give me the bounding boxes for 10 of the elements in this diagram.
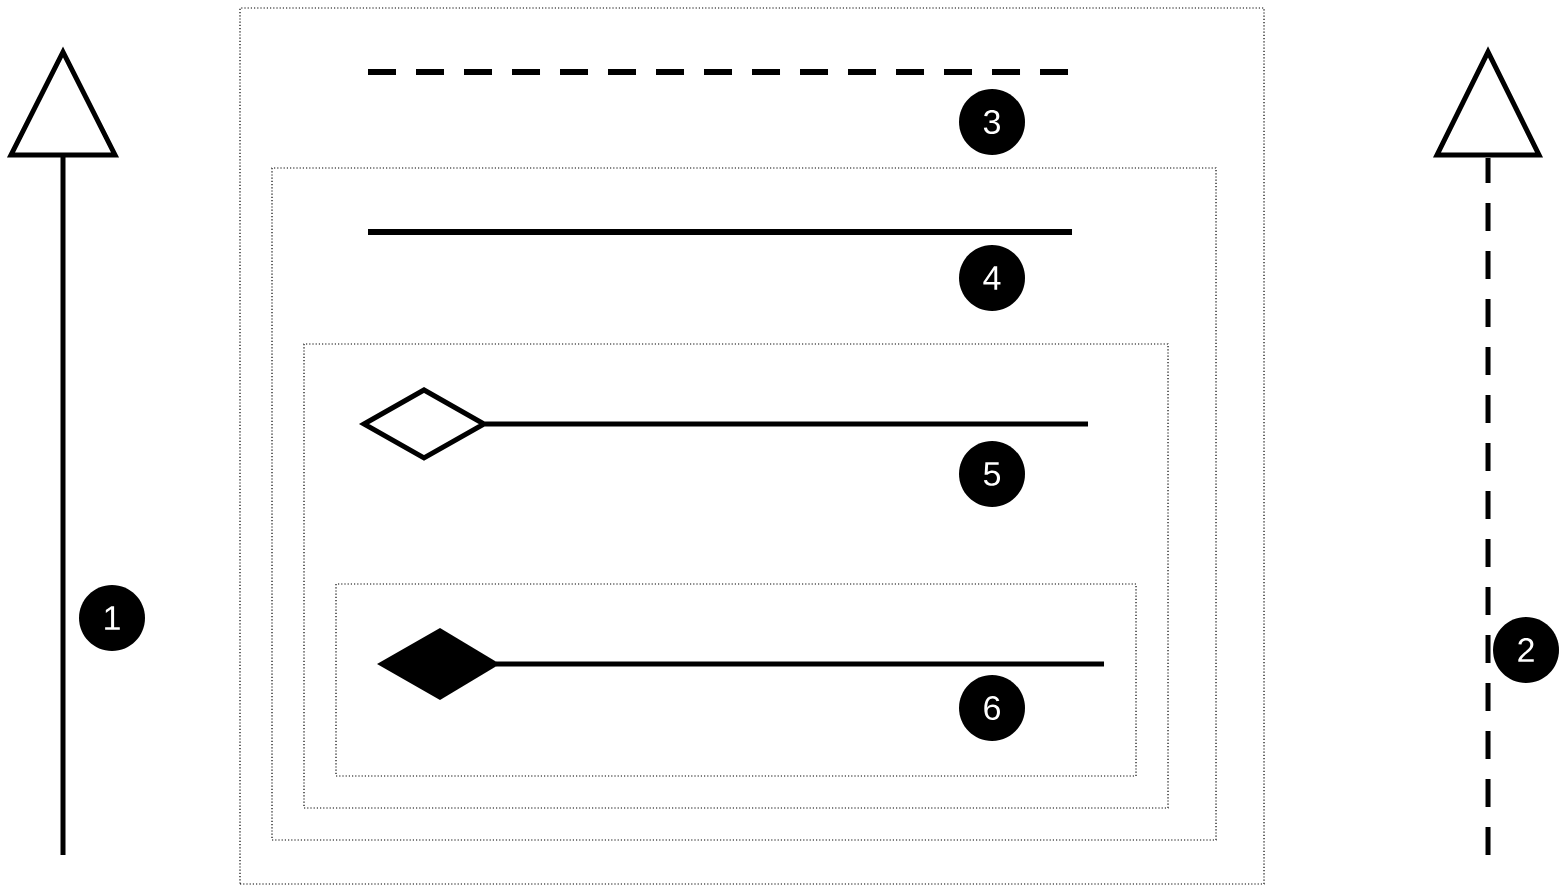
- callout-number: 2: [1493, 617, 1559, 683]
- dotted-frame: [271, 167, 1217, 841]
- dotted-frame: [335, 583, 1137, 777]
- dotted-frame: [239, 7, 1265, 885]
- dotted-frame: [303, 343, 1169, 809]
- callout-number: 1: [79, 585, 145, 651]
- callout-number: 4: [959, 245, 1025, 311]
- callout-number: 5: [959, 441, 1025, 507]
- callout-number: 3: [959, 89, 1025, 155]
- callout-number: 6: [959, 675, 1025, 741]
